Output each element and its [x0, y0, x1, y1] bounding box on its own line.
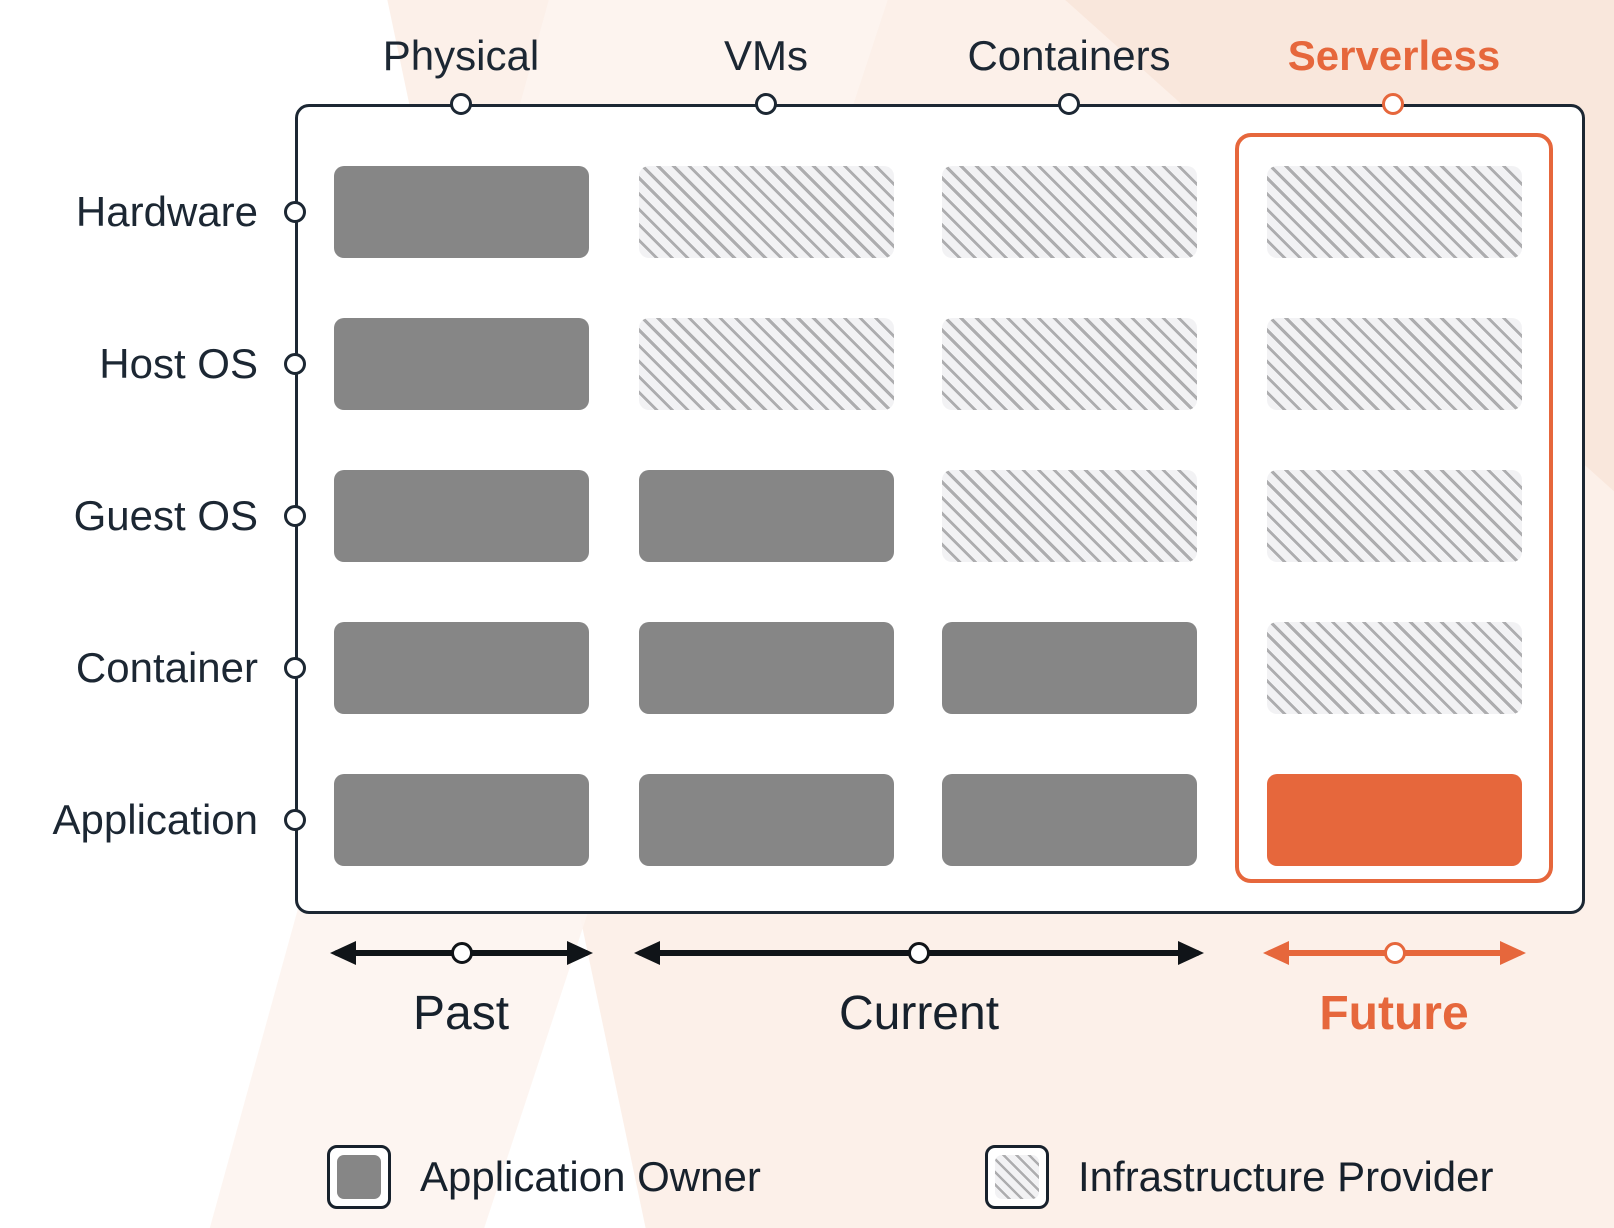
matrix-cell-physical-guest-os — [334, 470, 589, 562]
matrix-cell-vms-hardware — [639, 166, 894, 258]
timeline-label-past: Past — [412, 987, 510, 1040]
matrix-cell-physical-host-os — [334, 318, 589, 410]
connector-node-physical — [450, 93, 472, 115]
column-header-containers: Containers — [967, 32, 1171, 79]
matrix-cell-physical-container — [334, 622, 589, 714]
timeline-label-future: Future — [1319, 987, 1469, 1040]
legend-swatch-application-owner — [327, 1145, 391, 1209]
column-header-physical: Physical — [382, 32, 540, 79]
timeline-arrow-current — [634, 941, 1204, 965]
matrix-cell-vms-container — [639, 622, 894, 714]
matrix-cell-physical-hardware — [334, 166, 589, 258]
timeline-label-current: Current — [838, 987, 1000, 1040]
column-header-vms: VMs — [724, 32, 808, 79]
matrix-cell-containers-guest-os — [942, 470, 1197, 562]
row-label-guest-os: Guest OS — [73, 492, 258, 539]
row-label-application: Application — [52, 796, 258, 843]
matrix-cell-vms-application — [639, 774, 894, 866]
matrix-cell-physical-application — [334, 774, 589, 866]
timeline-arrow-past — [330, 941, 593, 965]
matrix-cell-serverless-hardware — [1267, 166, 1522, 258]
row-label-hardware: Hardware — [75, 188, 258, 235]
serverless-highlight-outline — [1235, 133, 1553, 883]
matrix-cell-containers-application — [942, 774, 1197, 866]
legend-swatch-infrastructure-provider — [985, 1145, 1049, 1209]
matrix-cell-containers-hardware — [942, 166, 1197, 258]
matrix-cell-containers-container — [942, 622, 1197, 714]
matrix-cell-containers-host-os — [942, 318, 1197, 410]
infrastructure-provider-swatch-fill — [995, 1155, 1039, 1199]
connector-node-vms — [755, 93, 777, 115]
application-owner-swatch-fill — [337, 1155, 381, 1199]
timeline-node-past — [450, 942, 473, 964]
matrix-cell-serverless-application — [1267, 774, 1522, 866]
connector-node-container — [284, 657, 306, 679]
timeline-node-current — [908, 942, 930, 964]
legend-label-application-owner: Application Owner — [420, 1153, 761, 1200]
row-label-host-os: Host OS — [99, 340, 258, 387]
legend-label-infrastructure-provider: Infrastructure Provider — [1078, 1153, 1494, 1200]
connector-node-host-os — [284, 353, 306, 375]
timeline-node-future — [1383, 942, 1406, 964]
matrix-cell-vms-guest-os — [639, 470, 894, 562]
timeline-arrow-future — [1263, 941, 1526, 965]
connector-node-guest-os — [284, 505, 306, 527]
matrix-cell-serverless-container — [1267, 622, 1522, 714]
connector-node-application — [284, 809, 306, 831]
matrix-cell-serverless-host-os — [1267, 318, 1522, 410]
matrix-cell-serverless-guest-os — [1267, 470, 1522, 562]
connector-node-containers — [1058, 93, 1080, 115]
column-header-serverless: Serverless — [1287, 32, 1501, 79]
row-label-container: Container — [75, 644, 258, 691]
connector-node-serverless — [1382, 93, 1404, 115]
matrix-cell-vms-host-os — [639, 318, 894, 410]
connector-node-hardware — [284, 201, 306, 223]
